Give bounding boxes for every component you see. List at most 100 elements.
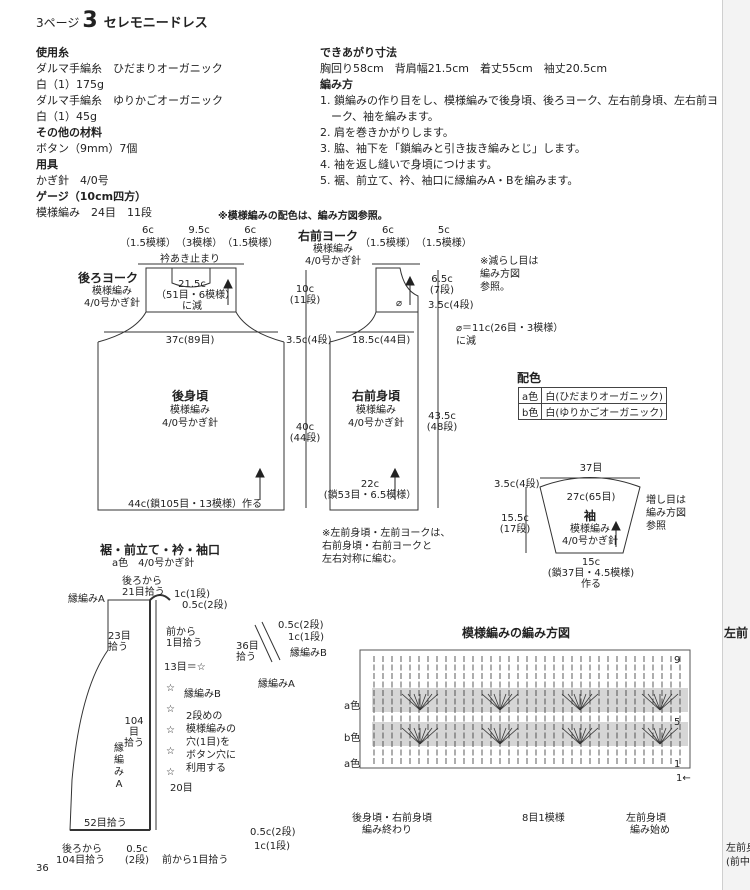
label-ushiro: 後ろから bbox=[122, 576, 162, 587]
material-line: ダルマ手編糸 ゆりかごオーガニック bbox=[36, 94, 223, 107]
stitch-mark bbox=[641, 727, 661, 745]
label-21moku: 21目拾う bbox=[122, 587, 165, 598]
facing-note-2: (前中 bbox=[726, 857, 750, 868]
label-52moku: 52目拾う bbox=[84, 818, 127, 829]
stitch-mark bbox=[579, 693, 593, 711]
chart-start-label-2: 編み始め bbox=[630, 825, 670, 836]
label-104: 104 bbox=[124, 716, 144, 727]
color-key: a色 bbox=[517, 387, 543, 404]
dim-sub: （1.5模様） bbox=[415, 238, 472, 249]
note-line: 編み方図 bbox=[646, 508, 686, 519]
stitch-mark bbox=[579, 693, 599, 711]
chart-b-color: b色 bbox=[344, 733, 361, 744]
front-yoke-outline bbox=[375, 267, 419, 313]
facing-page-edge bbox=[722, 0, 750, 890]
finished-section: できあがり寸法 胸回り58cm 背肩幅21.5cm 着丈55cm 袖丈20.5c… bbox=[320, 45, 718, 189]
back-yoke-pattern: 模様編み bbox=[92, 286, 132, 297]
front-body-top: 18.5c(44目) bbox=[352, 335, 411, 346]
note-line: 編み方図 bbox=[480, 269, 520, 280]
reduce-formula: ⌀＝11c(26目・3模様） に減 bbox=[456, 322, 563, 348]
dim-40c: 40c bbox=[295, 422, 315, 433]
sleeve-cuff bbox=[254, 621, 281, 663]
stitch-mark bbox=[487, 727, 501, 745]
note-line: ⌀＝11c(26目・3模様） bbox=[456, 323, 564, 334]
star-icon: ☆ bbox=[166, 683, 175, 694]
color-row: a色白(ひだまりオーガニック) bbox=[517, 387, 668, 404]
method-step: 1. 鎖編みの作り目をし、模様編みで後身頃、後ろヨーク、左右前身頃、左右前ヨ bbox=[320, 94, 718, 107]
sleeve-bottom-sub2: 作る bbox=[581, 579, 601, 590]
stitch-mark bbox=[419, 727, 433, 745]
label-1moku: 1目拾う bbox=[166, 638, 203, 649]
stitch-mark bbox=[407, 693, 421, 711]
back-body-outline bbox=[97, 311, 285, 511]
material-line: ダルマ手編糸 ひだまりオーガニック bbox=[36, 62, 223, 75]
stitch-mark bbox=[499, 693, 507, 711]
stitch-mark bbox=[493, 693, 501, 711]
chart-row-1: 1 bbox=[674, 759, 681, 770]
label-edge-a-v3: み bbox=[114, 767, 124, 778]
stitch-mark bbox=[573, 727, 581, 745]
dim-10c: 10c bbox=[295, 284, 315, 295]
stitch-mark bbox=[579, 727, 593, 745]
stitch-mark bbox=[493, 727, 501, 745]
label-front-1moku: 前から1目拾う bbox=[162, 855, 229, 866]
label-36hirou: 拾う bbox=[236, 652, 256, 663]
label-1c-top: 1c(1段) bbox=[174, 589, 211, 600]
method-step: 3. 脇、袖下を「鎖編みと引き抜き編みとじ」します。 bbox=[320, 142, 586, 155]
sleeve-left: 3.5c(4段) bbox=[494, 479, 540, 490]
label-36moku: 36目 bbox=[236, 641, 259, 652]
front-yoke-side2: 3.5c(4段) bbox=[428, 300, 474, 311]
color-note: ※模様編みの配色は、編み方図参照。 bbox=[218, 211, 388, 222]
front-body-hook: 4/0号かぎ針 bbox=[347, 418, 405, 429]
sleeve-pattern: 模様編み bbox=[570, 524, 610, 535]
dim-sub: （1.5模様） bbox=[360, 238, 416, 249]
label-edge-a-top: 縁編みA bbox=[68, 594, 105, 605]
method-steps: 1. 鎖編みの作り目をし、模様編みで後身頃、後ろヨーク、左右前身頃、左右前ヨ ー… bbox=[320, 93, 718, 189]
star-marks: ☆☆☆☆☆ bbox=[166, 678, 175, 783]
stitch-mark bbox=[579, 727, 587, 745]
chart-row-5: 5 bbox=[674, 717, 681, 728]
star-icon: ☆ bbox=[166, 725, 175, 736]
stitch-mark bbox=[419, 727, 427, 745]
label-104-hirou: 拾う bbox=[124, 738, 144, 749]
dim-value: 9.5c bbox=[188, 225, 210, 236]
dim-3-5c: 3.5c(4段) bbox=[286, 335, 332, 346]
hole-note-line: ボタン穴に bbox=[186, 750, 236, 761]
page-number: 36 bbox=[36, 863, 49, 874]
front-yoke-side-sub: (7段) bbox=[429, 285, 455, 296]
dim-10c-sub: (11段) bbox=[289, 295, 321, 306]
button-hole-note: 2段めの模様編みの穴(1目)をボタン穴に利用する bbox=[186, 710, 236, 775]
label-sleeve-1c: 1c(1段) bbox=[288, 632, 325, 643]
sleeve-height-sub: (17段) bbox=[499, 524, 531, 535]
stitch-mark bbox=[481, 693, 501, 711]
material-line: 白（1）45g bbox=[36, 110, 97, 123]
label-sleeve-edge-b: 縁編みB bbox=[290, 648, 327, 659]
sleeve-bottom-sub: (鎖37目・4.5模様) bbox=[547, 568, 635, 579]
note-line: に減 bbox=[456, 336, 476, 347]
chart-row-9: 9 bbox=[674, 655, 681, 666]
dim-sub: （3模様） bbox=[175, 238, 223, 249]
stitch-mark bbox=[647, 727, 661, 745]
method-step: 5. 裾、前立て、衿、袖口に縁編みA・Bを編みます。 bbox=[320, 174, 579, 187]
chart-end-label-2: 編み終わり bbox=[362, 825, 412, 836]
stitch-mark bbox=[579, 727, 599, 745]
color-value: 白(ひだまりオーガニック) bbox=[541, 387, 668, 404]
dim-sub: （1.5模様） bbox=[222, 238, 279, 249]
sleeve-width: 27c(65目) bbox=[566, 492, 616, 503]
note-line: 左右対称に編む。 bbox=[322, 554, 402, 565]
front-body-right: 43.5c bbox=[428, 411, 456, 422]
stitch-mark bbox=[653, 727, 661, 745]
star-icon: ☆ bbox=[166, 746, 175, 757]
method-step: 2. 肩を巻きかがりします。 bbox=[320, 126, 454, 139]
stitch-mark bbox=[659, 693, 673, 711]
stitch-mark bbox=[499, 727, 513, 745]
dim-group: 9.5c （3模様） bbox=[176, 224, 222, 250]
front-body-bottom-sub: (鎖53目・6.5模様） bbox=[323, 490, 417, 501]
note-line: 参照。 bbox=[480, 282, 510, 293]
note-line: 右前身頃・右前ヨークと bbox=[322, 541, 432, 552]
stitch-mark bbox=[499, 693, 519, 711]
facing-label: 左前 bbox=[724, 626, 749, 640]
